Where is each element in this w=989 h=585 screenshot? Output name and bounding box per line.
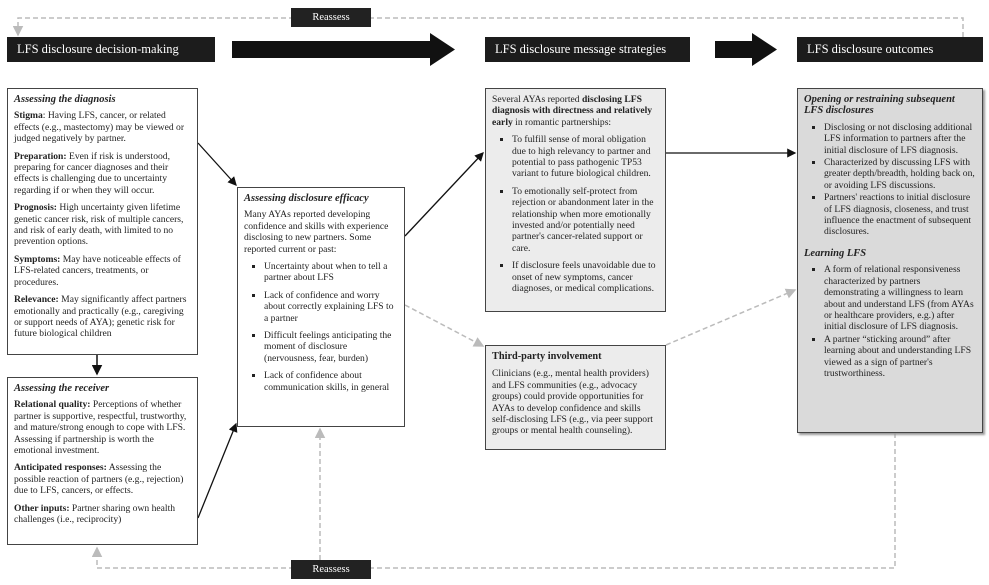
arrow-diagnosis-to-efficacy bbox=[197, 142, 237, 186]
header-outcomes: LFS disclosure outcomes bbox=[797, 37, 983, 62]
list-item: Uncertainty about when to tell a partner… bbox=[264, 261, 398, 284]
list-item: To fulfill sense of moral obligation due… bbox=[512, 134, 659, 180]
header-arrow-2 bbox=[715, 33, 777, 66]
list-item: Characterized by discussing LFS with gre… bbox=[824, 157, 976, 191]
assessing-diagnosis-box: Assessing the diagnosis Stigma: Having L… bbox=[7, 88, 198, 355]
item-anticipated-responses: Anticipated responses: Assessing the pos… bbox=[14, 462, 184, 497]
list-item: Lack of confidence about communication s… bbox=[264, 370, 398, 393]
list-item: A form of relational responsiveness char… bbox=[824, 264, 976, 332]
list-item: Partners' reactions to initial disclosur… bbox=[824, 192, 976, 238]
strategies-list: To fulfill sense of moral obligation due… bbox=[492, 134, 659, 294]
item-stigma: Stigma: Having LFS, cancer, or related e… bbox=[14, 110, 185, 145]
efficacy-list: Uncertainty about when to tell a partner… bbox=[244, 261, 398, 393]
list-item: Lack of confidence and worry about corre… bbox=[264, 290, 398, 324]
assessing-receiver-box: Assessing the receiver Relational qualit… bbox=[7, 377, 198, 545]
item-preparation: Preparation: Even if risk is understood,… bbox=[14, 150, 170, 196]
list-item: Difficult feelings anticipating the mome… bbox=[264, 330, 398, 364]
outcomes-list-1: Disclosing or not disclosing additional … bbox=[804, 122, 976, 238]
item-relevance: Relevance: May significantly affect part… bbox=[14, 294, 187, 340]
header-message-strategies: LFS disclosure message strategies bbox=[485, 37, 690, 62]
reassess-bottom-loop-outcomes bbox=[91, 433, 896, 569]
section-title: Learning LFS bbox=[804, 247, 867, 259]
section-title: Opening or restraining subsequent LFS di… bbox=[804, 94, 955, 117]
list-item: To emotionally self-protect from rejecti… bbox=[512, 186, 659, 254]
arrow-receiver-to-efficacy bbox=[197, 422, 238, 519]
arrow-efficacy-to-strategies bbox=[404, 152, 484, 237]
item-prognosis: Prognosis: High uncertainty given lifeti… bbox=[14, 202, 184, 248]
reassess-top-loop bbox=[12, 17, 964, 37]
box-title: Assessing disclosure efficacy bbox=[244, 193, 369, 204]
list-item: A partner “sticking around” after learni… bbox=[824, 334, 976, 380]
box-title: Assessing the diagnosis bbox=[14, 94, 116, 105]
box-title: Third-party involvement bbox=[492, 351, 602, 362]
reassess-label-bottom: Reassess bbox=[291, 560, 371, 579]
header-arrow-1 bbox=[232, 33, 455, 66]
outcomes-list-2: A form of relational responsiveness char… bbox=[804, 264, 976, 379]
message-strategies-box: Several AYAs reported disclosing LFS dia… bbox=[485, 88, 666, 312]
strategies-intro: Several AYAs reported disclosing LFS dia… bbox=[492, 94, 653, 128]
arrow-third-party-to-outcomes bbox=[665, 288, 797, 346]
efficacy-intro: Many AYAs reported developing confidence… bbox=[244, 209, 389, 255]
list-item: If disclosure feels unavoidable due to o… bbox=[512, 260, 659, 294]
box-title: Assessing the receiver bbox=[14, 383, 110, 394]
third-party-box: Third-party involvement Clinicians (e.g.… bbox=[485, 345, 666, 450]
outcomes-box: Opening or restraining subsequent LFS di… bbox=[797, 88, 983, 433]
header-decision-making: LFS disclosure decision-making bbox=[7, 37, 215, 62]
item-symptoms: Symptoms: May have noticeable effects of… bbox=[14, 253, 181, 288]
reassess-label-top: Reassess bbox=[291, 8, 371, 27]
third-party-text: Clinicians (e.g., mental health provider… bbox=[492, 368, 653, 437]
disclosure-efficacy-box: Assessing disclosure efficacy Many AYAs … bbox=[237, 187, 405, 427]
arrow-efficacy-to-third-party bbox=[404, 304, 485, 347]
item-relational-quality: Relational quality: Perceptions of wheth… bbox=[14, 399, 187, 457]
item-other-inputs: Other inputs: Partner sharing own health… bbox=[14, 502, 176, 526]
list-item: Disclosing or not disclosing additional … bbox=[824, 122, 976, 156]
